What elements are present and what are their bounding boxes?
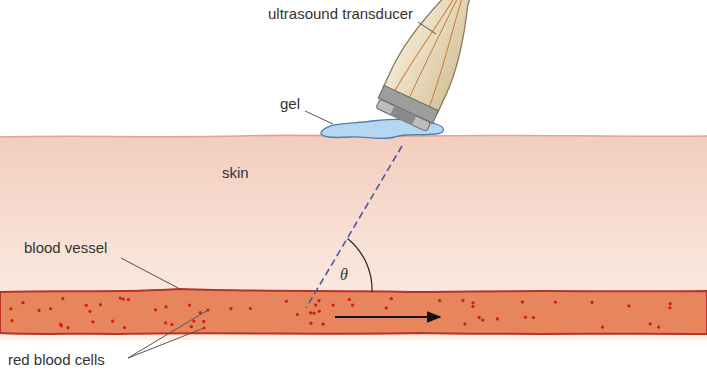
red-blood-cell (10, 319, 13, 322)
red-blood-cell (164, 305, 167, 308)
red-blood-cell (61, 297, 64, 300)
red-blood-cell (590, 301, 593, 304)
red-blood-cell (318, 310, 321, 313)
red-blood-cell (601, 325, 604, 328)
red-blood-cell (88, 310, 91, 313)
callout-label: red blood cells (8, 352, 105, 369)
red-blood-cell (496, 317, 499, 320)
red-blood-cell (60, 324, 63, 327)
red-blood-cell (348, 298, 351, 301)
red-blood-cell (351, 303, 354, 306)
red-blood-cell (649, 322, 652, 325)
red-blood-cell (471, 301, 474, 304)
red-blood-cell (91, 320, 94, 323)
red-blood-cell (657, 325, 660, 328)
red-blood-cell (669, 302, 672, 305)
red-blood-cell (438, 299, 441, 302)
red-blood-cell (202, 320, 205, 323)
red-blood-cell (9, 307, 12, 310)
red-blood-cell (390, 297, 393, 300)
red-blood-cells (9, 296, 672, 329)
ultrasound-beam (306, 146, 402, 308)
red-blood-cell (99, 303, 102, 306)
red-blood-cell (119, 296, 122, 299)
red-blood-cell (521, 300, 524, 303)
red-blood-cell (49, 307, 52, 310)
flow-arrow (335, 316, 440, 318)
red-blood-cell (249, 307, 252, 310)
red-blood-cell (314, 303, 317, 306)
red-blood-cell (192, 319, 195, 322)
red-blood-cell (127, 298, 130, 301)
red-blood-cell (229, 307, 232, 310)
red-blood-cell (122, 298, 125, 301)
red-blood-cell (309, 311, 312, 314)
blood-vessel (0, 289, 707, 334)
region-label: skin (222, 165, 249, 182)
red-blood-cell (111, 320, 114, 323)
red-blood-cell (481, 319, 484, 322)
red-blood-cell (321, 323, 324, 326)
red-blood-cell (668, 306, 671, 309)
red-blood-cell (123, 326, 126, 329)
callout-label: blood vessel (24, 240, 107, 257)
red-blood-cell (85, 304, 88, 307)
red-blood-cell (524, 316, 527, 319)
red-blood-cell (21, 301, 24, 304)
callout-label: ultrasound transducer (268, 6, 413, 23)
red-blood-cell (170, 323, 173, 326)
red-blood-cell (67, 326, 70, 329)
red-blood-cell (312, 312, 315, 315)
red-blood-cell (317, 299, 320, 302)
red-blood-cell (309, 322, 312, 325)
red-blood-cell (38, 309, 41, 312)
red-blood-cell (164, 321, 167, 324)
red-blood-cell (461, 299, 464, 302)
angle-arc (348, 239, 373, 293)
angle-symbol: θ (340, 266, 348, 284)
callout-label: gel (280, 96, 300, 113)
skin-layer (0, 135, 707, 340)
leader-lines (121, 22, 436, 358)
red-blood-cell (190, 325, 193, 328)
red-blood-cell (471, 305, 474, 308)
red-blood-cell (332, 303, 335, 306)
red-blood-cell (627, 304, 630, 307)
red-blood-cell (463, 322, 466, 325)
red-blood-cell (188, 304, 191, 307)
red-blood-cell (478, 316, 481, 319)
red-blood-cell (154, 308, 157, 311)
red-blood-cell (532, 316, 535, 319)
red-blood-cell (385, 306, 388, 309)
red-blood-cell (296, 313, 299, 316)
red-blood-cell (554, 300, 557, 303)
red-blood-cell (285, 300, 288, 303)
